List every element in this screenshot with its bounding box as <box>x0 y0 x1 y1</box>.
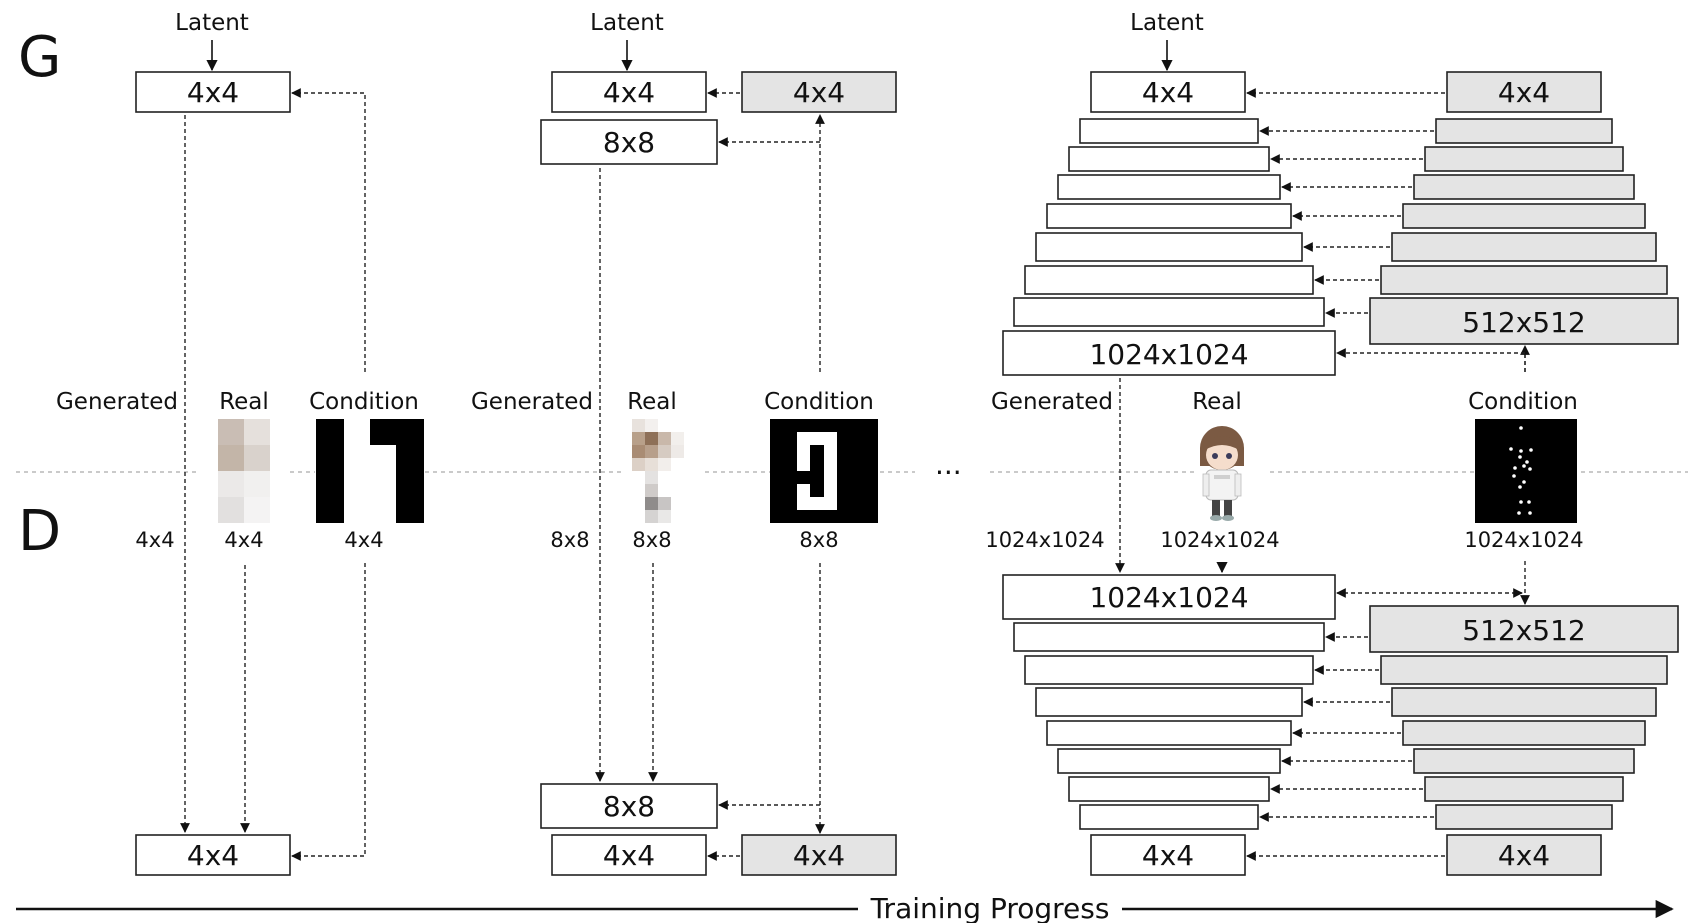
real-label: Real <box>219 389 269 415</box>
block-label: 4x4 <box>187 76 239 109</box>
condition-label: Condition <box>309 389 419 415</box>
condition-arrow-to-discriminator <box>291 563 366 861</box>
discriminator-intermediate-block <box>1024 655 1314 685</box>
block-label: 4x4 <box>603 76 655 109</box>
generator-block-8x8 <box>540 119 718 165</box>
discriminator-intermediate-block <box>1079 804 1259 830</box>
condition-intermediate-block <box>1435 804 1613 830</box>
generator-intermediate-block <box>1024 265 1314 295</box>
block-label: 4x4 <box>793 76 845 109</box>
pose-keypoints-image <box>1475 419 1577 523</box>
condition-intermediate-block <box>1424 146 1624 172</box>
generated-label: Generated <box>991 389 1113 415</box>
generator-intermediate-block <box>1013 297 1325 327</box>
condition-block-512x512 <box>1369 605 1679 653</box>
generated-resolution-label: 1024x1024 <box>985 528 1104 552</box>
generator-section-letter: G <box>18 25 61 90</box>
condition-block-4x4 <box>1446 71 1602 113</box>
block-label: 512x512 <box>1462 614 1585 647</box>
discriminator-intermediate-block <box>1035 687 1303 717</box>
condition-resolution-label: 8x8 <box>799 528 838 552</box>
condition-image-4x4 <box>316 419 424 523</box>
generator-block-1024x1024 <box>1002 330 1336 376</box>
latent-label: Latent <box>590 10 664 36</box>
stage-1: Latent 4x4 Generated Real Condition 4x4 … <box>56 10 424 876</box>
stage-3: Latent 4x4 4x4 1024x1024 512x512 <box>985 10 1679 876</box>
condition-intermediate-block <box>1435 118 1613 144</box>
block-label: 4x4 <box>1142 839 1194 872</box>
discriminator-intermediate-block <box>1057 748 1281 774</box>
discriminator-block-1024x1024 <box>1002 574 1336 620</box>
condition-intermediate-block <box>1380 265 1668 295</box>
block-label: 8x8 <box>603 790 655 823</box>
block-label: 4x4 <box>187 839 239 872</box>
block-label: 4x4 <box>793 839 845 872</box>
stage-2: Latent 4x4 4x4 8x8 Generated Real Condit… <box>471 10 897 876</box>
discriminator-block-8x8 <box>540 783 718 829</box>
anime-character-image <box>1200 426 1244 521</box>
block-label: 8x8 <box>603 126 655 159</box>
latent-label: Latent <box>1130 10 1204 36</box>
latent-label: Latent <box>175 10 249 36</box>
real-resolution-label: 1024x1024 <box>1160 528 1279 552</box>
generator-intermediate-block <box>1035 232 1303 262</box>
generator-intermediate-block <box>1057 174 1281 200</box>
discriminator-block-4x4 <box>551 834 707 876</box>
real-label: Real <box>627 389 677 415</box>
training-progress-label: Training Progress <box>870 892 1110 923</box>
generated-label: Generated <box>471 389 593 415</box>
generator-intermediate-block <box>1046 203 1292 229</box>
block-label: 4x4 <box>603 839 655 872</box>
condition-intermediate-block <box>1402 720 1646 746</box>
condition-image-8x8 <box>770 419 878 523</box>
discriminator-intermediate-block <box>1046 720 1292 746</box>
condition-intermediate-block <box>1391 232 1657 262</box>
discriminator-block-4x4 <box>1090 834 1246 876</box>
block-label: 1024x1024 <box>1089 581 1248 614</box>
block-label: 1024x1024 <box>1089 338 1248 371</box>
condition-block-4x4 <box>741 71 897 113</box>
discriminator-intermediate-block <box>1013 622 1325 652</box>
discriminator-intermediate-block <box>1068 776 1270 802</box>
condition-intermediate-block <box>1413 174 1635 200</box>
generator-block-4x4 <box>1090 71 1246 113</box>
condition-block-4x4 <box>741 834 897 876</box>
generator-block-4x4 <box>135 71 291 113</box>
real-label: Real <box>1192 389 1242 415</box>
condition-intermediate-block <box>1391 687 1657 717</box>
real-resolution-label: 4x4 <box>224 528 263 552</box>
real-resolution-label: 8x8 <box>632 528 671 552</box>
generator-intermediate-block <box>1068 146 1270 172</box>
condition-label: Condition <box>764 389 874 415</box>
generator-intermediate-block <box>1079 118 1259 144</box>
real-image-4x4 <box>218 419 270 523</box>
condition-intermediate-block <box>1402 203 1646 229</box>
condition-intermediate-block <box>1413 748 1635 774</box>
condition-block-512x512 <box>1369 297 1679 345</box>
block-label: 512x512 <box>1462 306 1585 339</box>
condition-intermediate-block <box>1380 655 1668 685</box>
discriminator-block-4x4 <box>135 834 291 876</box>
discriminator-section-letter: D <box>18 499 61 564</box>
stage-ellipsis: ··· <box>935 456 962 489</box>
condition-block-4x4 <box>1446 834 1602 876</box>
condition-intermediate-block <box>1424 776 1624 802</box>
condition-resolution-label: 1024x1024 <box>1464 528 1583 552</box>
generator-block-4x4 <box>551 71 707 113</box>
condition-label: Condition <box>1468 389 1578 415</box>
real-image-8x8 <box>632 419 684 523</box>
generated-label: Generated <box>56 389 178 415</box>
condition-resolution-label: 4x4 <box>344 528 383 552</box>
generated-resolution-label: 8x8 <box>550 528 589 552</box>
block-label: 4x4 <box>1498 76 1550 109</box>
generated-resolution-label: 4x4 <box>135 528 174 552</box>
condition-arrow-to-generator <box>291 88 366 372</box>
block-label: 4x4 <box>1498 839 1550 872</box>
block-label: 4x4 <box>1142 76 1194 109</box>
